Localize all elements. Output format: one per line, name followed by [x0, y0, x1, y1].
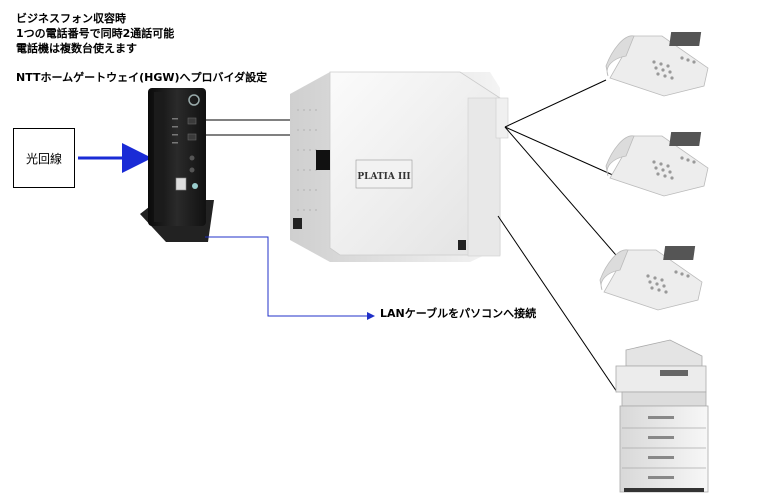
pbx-copier-line — [497, 215, 618, 393]
lan-cable-line — [205, 236, 375, 320]
desk-phone-3 — [599, 246, 703, 311]
pbx-phone-3-line — [504, 126, 623, 263]
pbx-phone-1-line — [504, 79, 607, 128]
hgw-caption: NTTホームゲートウェイ(HGW)へプロバイダ設定 — [16, 71, 268, 84]
power-icon — [188, 94, 200, 106]
note-line-2: 1つの電話番号で同時2通話可能 — [16, 27, 175, 40]
desk-phone-1 — [605, 32, 709, 97]
fiber-line-box: 光回線 — [13, 128, 75, 188]
home-gateway-device — [140, 88, 214, 242]
pbx-brand-label: PLATIA III — [357, 172, 410, 182]
note-line-1: ビジネスフォン収容時 — [16, 12, 126, 25]
fiber-line-label: 光回線 — [25, 151, 62, 166]
note-line-3: 電話機は複数台使えます — [16, 42, 137, 55]
multifunction-copier — [615, 339, 709, 493]
pbx-phone-2-line — [504, 126, 625, 181]
pbx-main-unit: PLATIA III — [290, 71, 509, 262]
pbx-switch — [316, 150, 330, 170]
desk-phone-2 — [605, 132, 709, 197]
lan-caption: LANケーブルをパソコンへ接続 — [380, 307, 537, 320]
